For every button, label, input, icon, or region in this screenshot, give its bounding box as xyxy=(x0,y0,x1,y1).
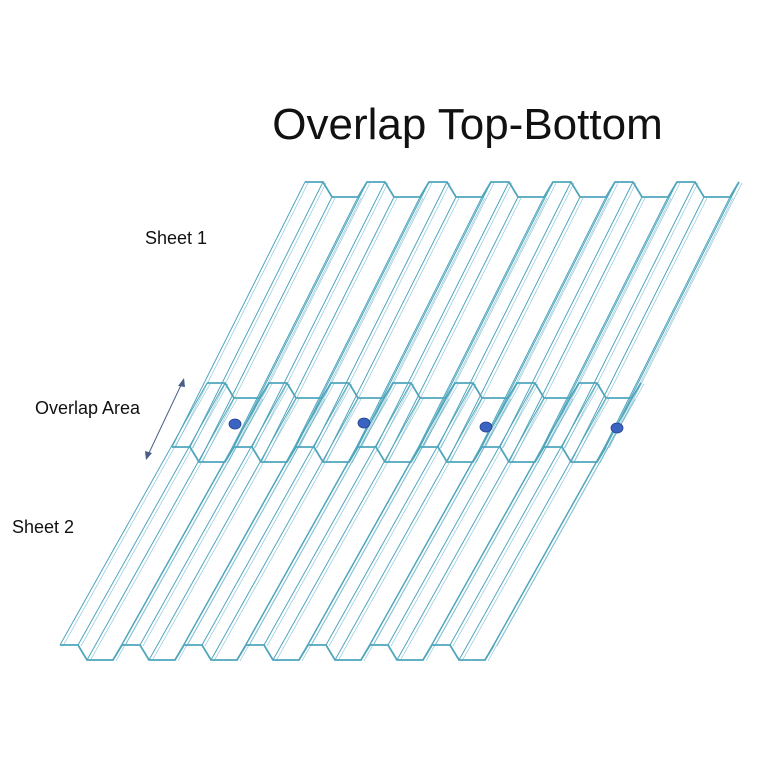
arrow-line xyxy=(147,382,183,456)
rib-line xyxy=(537,197,672,464)
screw xyxy=(610,422,624,434)
rib-line xyxy=(570,196,705,463)
rib-line xyxy=(254,182,389,449)
rib-line xyxy=(322,196,457,463)
rib-line xyxy=(186,383,335,647)
sheet-1 xyxy=(171,181,743,464)
rib-line xyxy=(310,383,459,647)
rib-line xyxy=(452,383,601,647)
rib-line xyxy=(440,182,575,449)
rib-line xyxy=(295,181,430,448)
rib-line xyxy=(543,181,678,448)
overlap-arrow xyxy=(145,378,185,460)
arrow-head-up xyxy=(178,378,185,387)
rib-line xyxy=(251,181,386,448)
rib-line xyxy=(124,383,273,647)
rib-line xyxy=(192,182,327,449)
rib-line xyxy=(502,182,637,449)
rib-line xyxy=(198,196,333,463)
rib-line xyxy=(475,197,610,464)
rib-line xyxy=(425,398,574,662)
diagram-title: Overlap Top-Bottom xyxy=(272,100,663,149)
rib-line xyxy=(446,196,581,463)
rib-line xyxy=(387,197,522,464)
rib-line xyxy=(608,182,743,449)
rib-line xyxy=(313,181,448,448)
rib-line xyxy=(561,181,696,448)
rib-line xyxy=(236,182,371,449)
rib-line xyxy=(239,398,388,662)
rib-line xyxy=(449,197,584,464)
rib-line xyxy=(378,182,513,449)
rib-line xyxy=(233,181,368,448)
screws xyxy=(228,417,624,434)
rib-line xyxy=(289,197,424,464)
rib-line xyxy=(481,181,616,448)
rib-line xyxy=(437,181,572,448)
rib-line xyxy=(472,196,607,463)
rib-line xyxy=(499,181,634,448)
rib-line xyxy=(351,197,486,464)
rib-line xyxy=(260,196,395,463)
sheet-2-label: Sheet 2 xyxy=(12,517,75,537)
rib-line xyxy=(189,181,324,448)
rib-line xyxy=(301,398,450,662)
rib-line xyxy=(360,182,495,449)
rib-line xyxy=(534,196,669,463)
rib-line xyxy=(384,196,519,463)
rib-line xyxy=(508,196,643,463)
rib-line xyxy=(496,383,645,647)
rib-line xyxy=(348,196,483,463)
rib-line xyxy=(511,197,646,464)
screw xyxy=(357,417,371,429)
rib-line xyxy=(605,181,740,448)
rib-line xyxy=(546,182,681,449)
screw xyxy=(479,421,493,433)
rib-line xyxy=(487,398,636,662)
rib-line xyxy=(62,383,211,647)
rib-line xyxy=(201,197,336,464)
rib-line xyxy=(263,197,398,464)
rib-line xyxy=(171,181,306,448)
rib-line xyxy=(461,398,610,662)
arrow-head-down xyxy=(145,451,152,460)
overlap-area-label: Overlap Area xyxy=(35,398,141,418)
rib-line xyxy=(363,398,512,662)
rib-line xyxy=(298,182,433,449)
rib-line xyxy=(484,182,619,449)
rib-line xyxy=(564,182,699,449)
rib-line xyxy=(224,196,359,463)
rib-line xyxy=(227,197,362,464)
rib-line xyxy=(413,197,548,464)
rib-line xyxy=(419,181,554,448)
rib-line xyxy=(177,398,326,662)
rib-line xyxy=(174,182,309,449)
rib-line xyxy=(325,197,460,464)
rib-line xyxy=(410,196,545,463)
rib-line xyxy=(375,181,510,448)
rib-line xyxy=(115,398,264,662)
rib-line xyxy=(434,383,583,647)
rib-line xyxy=(372,383,521,647)
rib-line xyxy=(399,398,548,662)
rib-line xyxy=(316,182,451,449)
rib-line xyxy=(248,383,397,647)
rib-line xyxy=(286,196,421,463)
rib-line xyxy=(573,197,708,464)
screw xyxy=(228,418,242,430)
rib-line xyxy=(599,197,734,464)
rib-line xyxy=(596,196,731,463)
rib-line xyxy=(357,181,492,448)
sheet-2 xyxy=(59,382,645,662)
rib-line xyxy=(422,182,557,449)
sheet-1-label: Sheet 1 xyxy=(145,228,208,248)
